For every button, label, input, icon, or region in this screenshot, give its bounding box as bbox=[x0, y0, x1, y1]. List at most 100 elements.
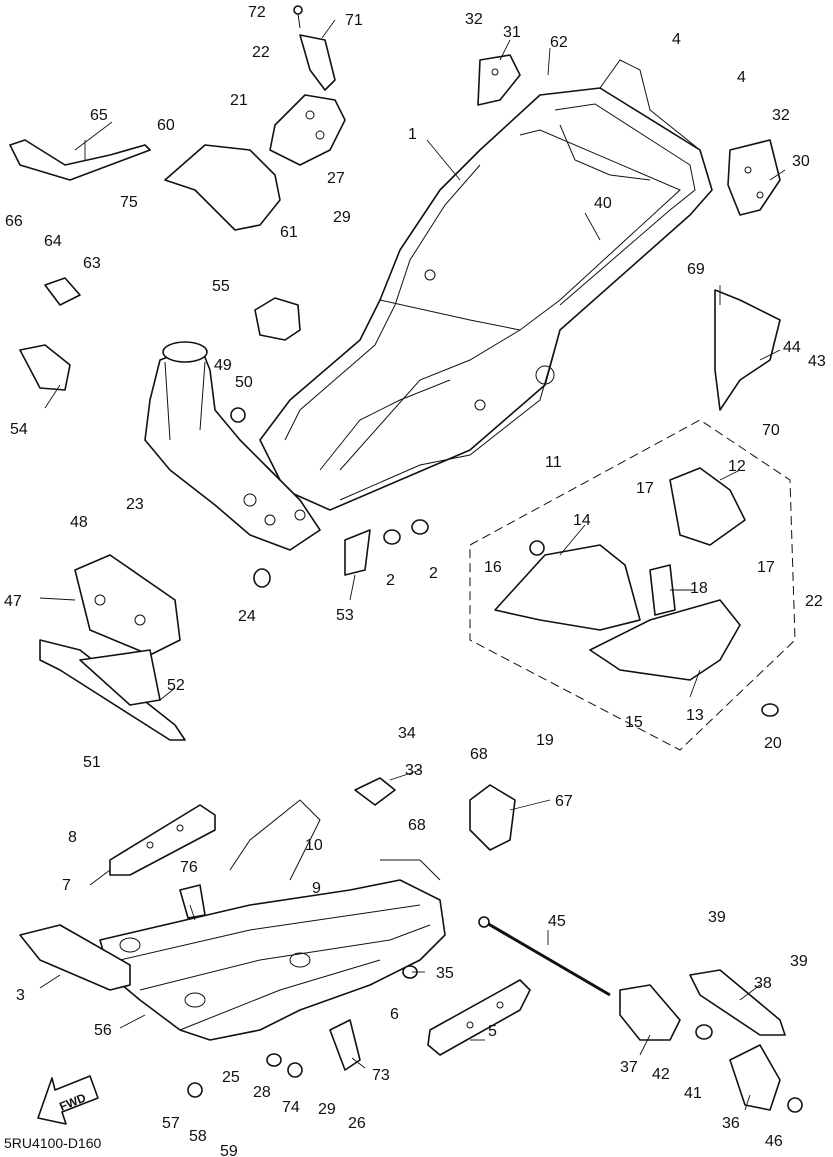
callout-4: 4 bbox=[737, 69, 746, 86]
plate-7 bbox=[109, 804, 216, 876]
bracket-31 bbox=[477, 54, 521, 106]
callout-56: 56 bbox=[94, 1022, 112, 1039]
fwd-arrow: FWD bbox=[37, 1075, 99, 1125]
callout-69: 69 bbox=[687, 261, 705, 278]
callout-50: 50 bbox=[235, 374, 253, 391]
callout-45: 45 bbox=[548, 913, 566, 930]
callout-labels: 72 71 32 31 62 4 4 22 21 65 60 1 32 30 2… bbox=[4, 4, 826, 1157]
clamp-33 bbox=[354, 777, 396, 806]
callout-16: 16 bbox=[484, 559, 502, 576]
callout-25: 25 bbox=[222, 1069, 240, 1086]
bracket-3 bbox=[19, 924, 131, 991]
callout-32: 32 bbox=[465, 11, 483, 28]
callout-71: 71 bbox=[345, 12, 363, 29]
callout-32: 32 bbox=[772, 107, 790, 124]
callout-17: 17 bbox=[757, 559, 775, 576]
callout-2: 2 bbox=[386, 572, 395, 589]
callout-20: 20 bbox=[764, 735, 782, 752]
callout-18: 18 bbox=[690, 580, 708, 597]
callout-35: 35 bbox=[436, 965, 454, 982]
callout-58: 58 bbox=[189, 1128, 207, 1145]
diagram-code: 5RU4100-D160 bbox=[4, 1135, 101, 1151]
callout-59: 59 bbox=[220, 1143, 238, 1157]
callout-31: 31 bbox=[503, 24, 521, 41]
callout-62: 62 bbox=[550, 34, 568, 51]
callout-4: 4 bbox=[672, 31, 681, 48]
callout-73: 73 bbox=[372, 1067, 390, 1084]
callout-11: 11 bbox=[545, 454, 562, 471]
callout-54: 54 bbox=[10, 421, 28, 438]
callout-36: 36 bbox=[722, 1115, 740, 1132]
callout-48: 48 bbox=[70, 514, 88, 531]
front-frame-headpipe bbox=[144, 341, 321, 551]
callout-53: 53 bbox=[336, 607, 354, 624]
callout-76: 76 bbox=[180, 859, 198, 876]
callout-72: 72 bbox=[248, 4, 266, 21]
callout-33: 33 bbox=[405, 762, 423, 779]
callout-55: 55 bbox=[212, 278, 230, 295]
cover-73 bbox=[329, 1019, 361, 1071]
callout-67: 67 bbox=[555, 793, 573, 810]
plate-76 bbox=[179, 884, 206, 919]
bracket-38 bbox=[689, 969, 786, 1036]
bracket-71 bbox=[299, 34, 336, 91]
callout-63: 63 bbox=[83, 255, 101, 272]
callout-22: 22 bbox=[252, 44, 270, 61]
callout-74: 74 bbox=[282, 1099, 300, 1116]
callout-38: 38 bbox=[754, 975, 772, 992]
callout-2: 2 bbox=[429, 565, 438, 582]
bracket-36 bbox=[729, 1044, 781, 1111]
callout-27: 27 bbox=[327, 170, 345, 187]
callout-8: 8 bbox=[68, 829, 77, 846]
callout-29: 29 bbox=[333, 209, 351, 226]
callout-44: 44 bbox=[783, 339, 801, 356]
callout-23: 23 bbox=[126, 496, 144, 513]
battery-box-assembly-11 bbox=[469, 419, 796, 751]
callout-7: 7 bbox=[62, 877, 71, 894]
callout-39: 39 bbox=[708, 909, 726, 926]
plate-5 bbox=[427, 979, 531, 1056]
callout-29: 29 bbox=[318, 1101, 336, 1118]
callout-24: 24 bbox=[238, 608, 256, 625]
callout-6: 6 bbox=[390, 1006, 399, 1023]
callout-75: 75 bbox=[120, 194, 138, 211]
footrest-bracket-47 bbox=[74, 554, 181, 656]
guard-54 bbox=[19, 344, 71, 391]
rear-bracket-21 bbox=[269, 94, 346, 166]
callout-34: 34 bbox=[398, 725, 416, 742]
callout-47: 47 bbox=[4, 593, 22, 610]
leader-lines bbox=[39, 19, 786, 1111]
bracket-37 bbox=[619, 984, 681, 1041]
callout-19: 19 bbox=[536, 732, 554, 749]
plate-60 bbox=[164, 144, 281, 231]
callout-13: 13 bbox=[686, 707, 704, 724]
callout-60: 60 bbox=[157, 117, 175, 134]
callout-26: 26 bbox=[348, 1115, 366, 1132]
shaft-45 bbox=[478, 916, 611, 997]
callout-9: 9 bbox=[312, 880, 321, 897]
callout-30: 30 bbox=[792, 153, 810, 170]
callout-1: 1 bbox=[408, 126, 417, 143]
stay-65 bbox=[9, 139, 151, 181]
callout-10: 10 bbox=[305, 837, 323, 854]
callout-51: 51 bbox=[83, 754, 101, 771]
callout-15: 15 bbox=[625, 714, 643, 731]
main-frame bbox=[259, 59, 713, 511]
hardware-items bbox=[187, 407, 803, 1113]
bracket-30 bbox=[727, 139, 781, 216]
callout-57: 57 bbox=[162, 1115, 180, 1132]
lower-frame bbox=[99, 799, 446, 1041]
callout-37: 37 bbox=[620, 1059, 638, 1076]
bracket-67 bbox=[469, 784, 516, 851]
callout-39: 39 bbox=[790, 953, 808, 970]
callout-21: 21 bbox=[230, 92, 248, 109]
callout-40: 40 bbox=[594, 195, 612, 212]
callout-22: 22 bbox=[805, 593, 823, 610]
callout-65: 65 bbox=[90, 107, 108, 124]
callout-49: 49 bbox=[214, 357, 232, 374]
plate-lower-left bbox=[39, 639, 186, 741]
callout-3: 3 bbox=[16, 987, 25, 1004]
callout-14: 14 bbox=[573, 512, 591, 529]
callout-42: 42 bbox=[652, 1066, 670, 1083]
